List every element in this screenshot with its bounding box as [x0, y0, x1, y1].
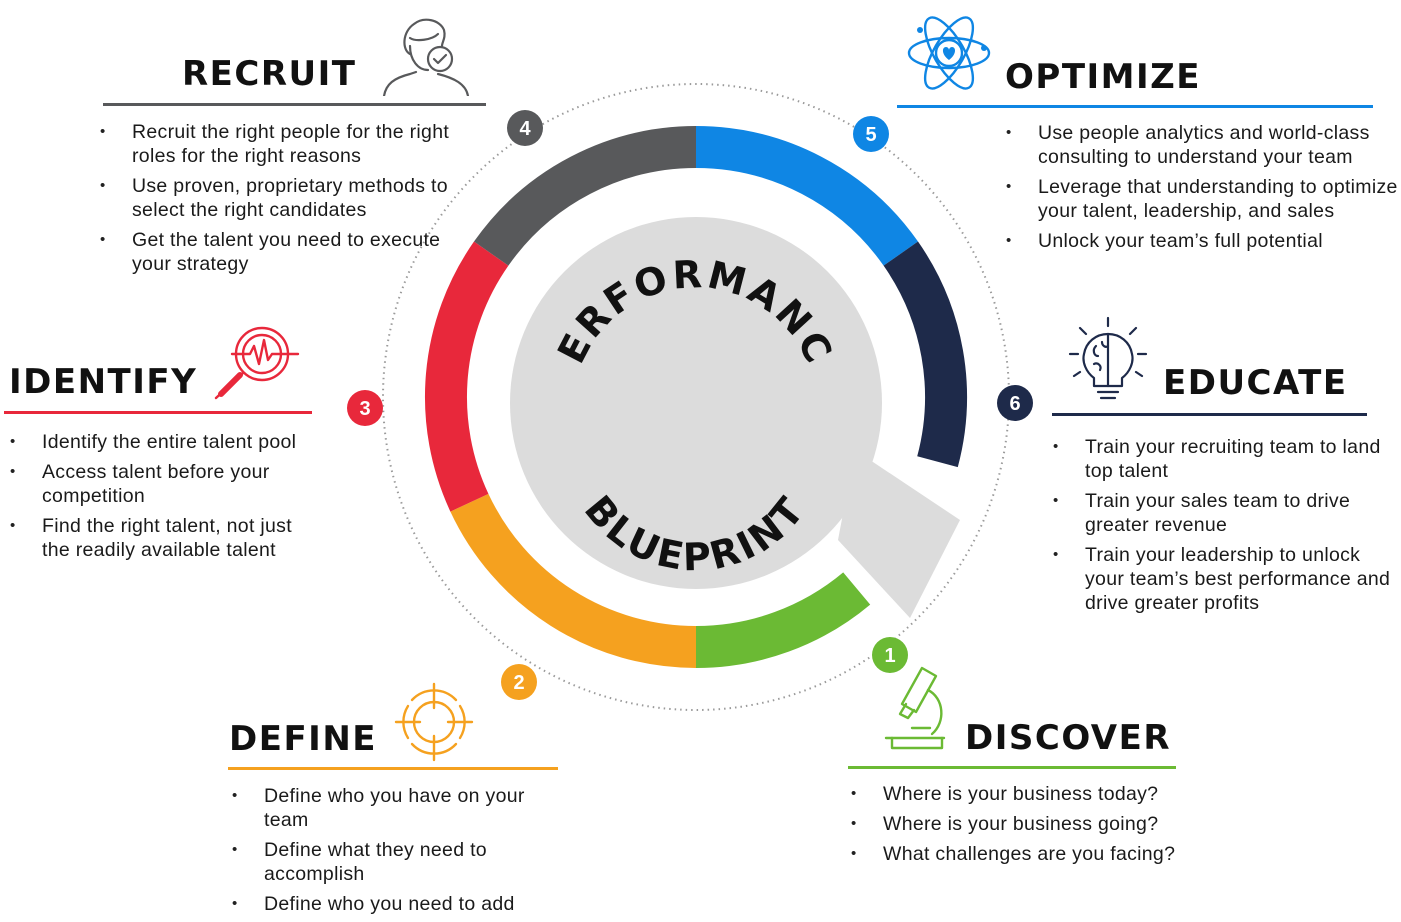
list-item: Define who you have on your team	[232, 784, 572, 832]
list-item: Find the right talent, not just the read…	[10, 514, 320, 562]
badge-number: 3	[359, 398, 370, 420]
list-item: Use people analytics and world-class con…	[1006, 121, 1398, 169]
recruit-bullets: Recruit the right people for the right r…	[100, 120, 450, 282]
educate-rule	[1052, 413, 1367, 416]
list-item: Where is your business today?	[851, 782, 1211, 806]
optimize-heading: OPTIMIZE	[1005, 57, 1202, 97]
list-item: Train your leadership to unlock your tea…	[1053, 543, 1393, 615]
optimize-rule	[897, 105, 1373, 108]
educate-heading: EDUCATE	[1163, 363, 1348, 403]
ring-segment-discover	[695, 572, 871, 668]
recruit-heading: RECRUIT	[182, 54, 357, 94]
badge-number: 1	[884, 645, 895, 667]
ring-segment-identify	[425, 241, 509, 512]
center-disc-pointer	[838, 450, 960, 618]
center-disc	[510, 217, 882, 589]
list-item: Use proven, proprietary methods to selec…	[100, 174, 450, 222]
identify-rule	[4, 411, 312, 414]
badge-circle	[507, 110, 543, 146]
badge-circle	[872, 637, 908, 673]
define-heading: DEFINE	[229, 719, 378, 759]
list-item: Define what they need to accomplish	[232, 838, 572, 886]
badge-number: 6	[1009, 393, 1020, 415]
badge-number: 4	[519, 118, 531, 140]
badge-educate: 6	[997, 385, 1033, 421]
ring-segment-define	[450, 493, 697, 668]
list-item: Define who you need to add	[232, 892, 572, 916]
list-item: Where is your business going?	[851, 812, 1211, 836]
badge-number: 5	[865, 124, 876, 146]
magnifier-pulse-icon	[214, 326, 300, 400]
discover-bullets: Where is your business today? Where is y…	[851, 782, 1211, 872]
define-rule	[228, 767, 558, 770]
microscope-icon	[884, 666, 946, 750]
lightbulb-brain-icon	[1068, 316, 1148, 400]
badge-recruit: 4	[507, 110, 543, 146]
list-item: Leverage that understanding to optimize …	[1006, 175, 1398, 223]
badge-identify: 3	[347, 390, 383, 426]
badge-define: 2	[501, 664, 537, 700]
list-item: Get the talent you need to execute your …	[100, 228, 450, 276]
optimize-bullets: Use people analytics and world-class con…	[1006, 121, 1398, 259]
identify-bullets: Identify the entire talent pool Access t…	[10, 430, 320, 568]
ring-segments	[425, 126, 968, 668]
discover-rule	[848, 766, 1176, 769]
ring-segment-optimize	[695, 126, 918, 266]
list-item: Access talent before your competition	[10, 460, 320, 508]
badge-discover: 1	[872, 637, 908, 673]
list-item: Identify the entire talent pool	[10, 430, 320, 454]
badge-circle	[347, 390, 383, 426]
target-icon	[394, 682, 474, 762]
badge-circle	[501, 664, 537, 700]
recruit-rule	[103, 103, 486, 106]
define-bullets: Define who you have on your team Define …	[232, 784, 572, 922]
list-item: Train your recruiting team to land top t…	[1053, 435, 1393, 483]
badge-number: 2	[513, 672, 524, 694]
badge-optimize: 5	[853, 116, 889, 152]
atom-heart-icon	[907, 16, 991, 90]
ring-segment-educate	[883, 241, 968, 468]
identify-heading: IDENTIFY	[9, 362, 198, 402]
list-item: Train your sales team to drive greater r…	[1053, 489, 1393, 537]
badge-circle	[853, 116, 889, 152]
ring-segment-recruit	[474, 126, 697, 266]
list-item: Recruit the right people for the right r…	[100, 120, 450, 168]
list-item: What challenges are you facing?	[851, 842, 1211, 866]
educate-bullets: Train your recruiting team to land top t…	[1053, 435, 1393, 621]
person-check-icon	[382, 18, 470, 96]
discover-heading: DISCOVER	[965, 718, 1172, 758]
list-item: Unlock your team’s full potential	[1006, 229, 1398, 253]
badge-circle	[997, 385, 1033, 421]
